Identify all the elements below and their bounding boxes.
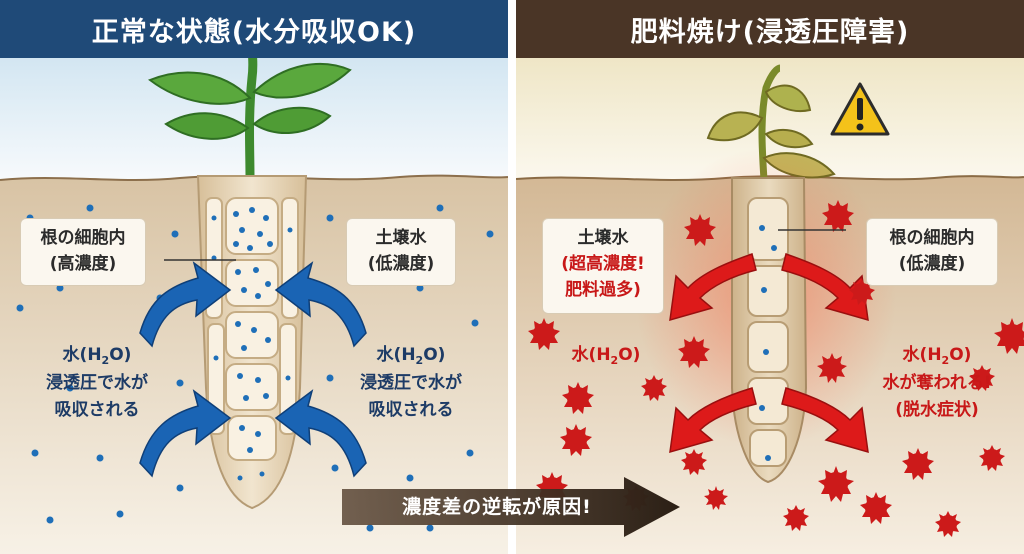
fertilizer-burn-title: 肥料焼け(浸透圧障害) bbox=[516, 0, 1024, 58]
water-dot-icon bbox=[16, 204, 494, 532]
water-formula-prefix: 水(H bbox=[571, 345, 611, 365]
water-formula: 水(H2O) bbox=[862, 342, 1012, 370]
dehydration-caption: 水(H2O) 水が奪われる! (脱水症状) bbox=[862, 342, 1012, 424]
root-cell-concentration: (高濃度) bbox=[49, 254, 117, 274]
fertilizer-burn-panel: 肥料焼け(浸透圧障害) bbox=[516, 0, 1024, 554]
water-formula: 水(H2O) bbox=[22, 342, 172, 370]
root-cell-concentration-box: 根の細胞内 (低濃度) bbox=[866, 218, 998, 286]
root-cell-concentration: (低濃度) bbox=[898, 254, 966, 274]
absorption-caption-line2: 吸収される bbox=[368, 400, 454, 420]
water-formula-suffix: O) bbox=[109, 345, 132, 365]
water-formula-subscript: 2 bbox=[610, 354, 619, 367]
water-formula: 水(H2O) bbox=[556, 342, 656, 370]
absorption-caption-line1: 浸透圧で水が bbox=[46, 373, 148, 393]
inflow-arrow-icon bbox=[139, 261, 367, 478]
outflow-arrow-icon bbox=[669, 253, 869, 454]
warning-icon bbox=[830, 82, 890, 136]
fertilizer-excess-note: 肥料過多) bbox=[565, 280, 641, 300]
root-cross-section bbox=[731, 177, 808, 484]
water-formula: 水(H2O) bbox=[336, 342, 486, 370]
water-formula-prefix: 水(H bbox=[376, 345, 416, 365]
root-cell-concentration-box: 根の細胞内 (高濃度) bbox=[20, 218, 146, 286]
cause-banner-label: 濃度差の逆転が原因! bbox=[402, 496, 592, 518]
water-formula-subscript: 2 bbox=[101, 354, 110, 367]
soil-water-concentration-box: 土壌水 (低濃度) bbox=[346, 218, 456, 286]
dehydration-symptom-caption: (脱水症状) bbox=[895, 400, 979, 420]
root-cell-label: 根の細胞内 bbox=[40, 228, 126, 248]
root-cell-label: 根の細胞内 bbox=[889, 228, 975, 248]
absorption-caption-line1: 浸透圧で水が bbox=[360, 373, 462, 393]
soil-water-label: 土壌水 bbox=[375, 228, 427, 248]
left-water-formula: 水(H2O) bbox=[556, 342, 656, 370]
water-formula-subscript: 2 bbox=[415, 354, 424, 367]
water-taken-caption: 水が奪われる! bbox=[882, 373, 992, 393]
panel-divider bbox=[508, 0, 516, 554]
soil-water-concentration: (低濃度) bbox=[367, 254, 435, 274]
water-formula-prefix: 水(H bbox=[62, 345, 102, 365]
absorption-caption-line2: 吸収される bbox=[54, 400, 140, 420]
soil-water-concentration: (超高濃度! bbox=[561, 254, 645, 274]
left-water-caption: 水(H2O) 浸透圧で水が 吸収される bbox=[22, 342, 172, 424]
normal-state-panel: 正常な状態(水分吸収OK) bbox=[0, 0, 508, 554]
soil-water-label: 土壌水 bbox=[577, 228, 629, 248]
water-formula-suffix: O) bbox=[618, 345, 641, 365]
right-water-caption: 水(H2O) 浸透圧で水が 吸収される bbox=[336, 342, 486, 424]
normal-state-title: 正常な状態(水分吸収OK) bbox=[0, 0, 508, 58]
plant-icon bbox=[147, 58, 352, 179]
water-formula-suffix: O) bbox=[423, 345, 446, 365]
water-formula-prefix: 水(H bbox=[902, 345, 942, 365]
soil-water-concentration-box: 土壌水 (超高濃度! 肥料過多) bbox=[542, 218, 664, 314]
water-formula-subscript: 2 bbox=[941, 354, 950, 367]
cause-arrow-icon bbox=[342, 477, 680, 537]
water-formula-suffix: O) bbox=[949, 345, 972, 365]
